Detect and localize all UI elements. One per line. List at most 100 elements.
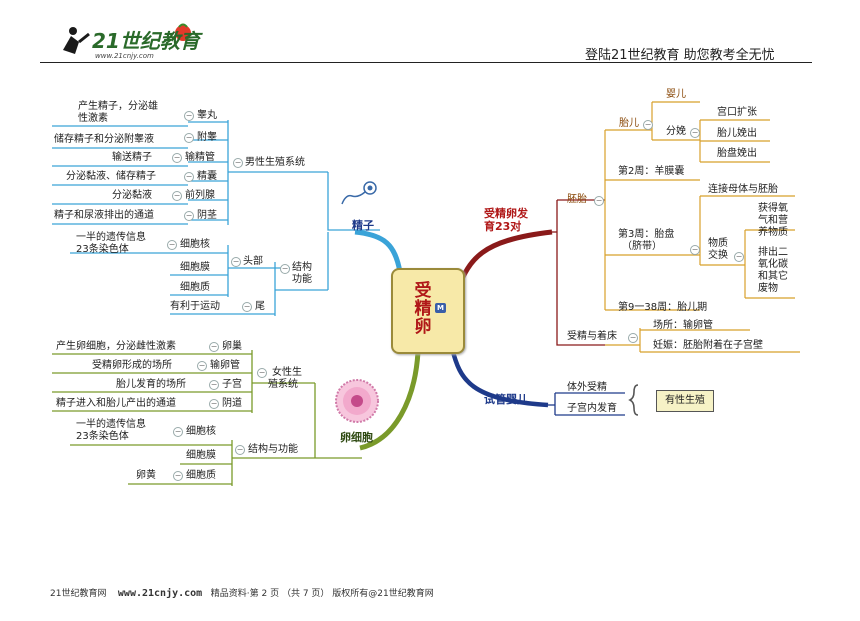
week9-node[interactable]: 第9一38周：胎儿期 [618,302,708,313]
development-title[interactable]: 受精卵发 [484,207,528,220]
site-logo [63,23,191,54]
waste-text: 废物 [758,283,778,294]
collapse-icon[interactable]: − [173,427,183,437]
egg-cell-illustration [335,379,379,423]
ovary-function: 产生卵细胞，分泌雌性激素 [56,341,176,352]
delivery-node[interactable]: 分娩 [666,126,686,137]
connect-node: 连接母体与胚胎 [708,184,778,195]
prostate-function: 分泌黏液 [112,190,152,201]
sperm-membrane[interactable]: 细胞膜 [180,262,210,273]
egg-structure-node[interactable]: 结构与功能 [248,444,298,455]
female-system-node-2: 殖系统 [268,379,298,390]
collapse-icon[interactable]: − [184,133,194,143]
egg-cytoplasm[interactable]: 细胞质 [186,470,216,481]
page-footer: 21世纪教育网 www.21cnjy.com 精品资料·第 2 页 （共 7 页… [50,586,434,599]
collapse-icon[interactable]: − [233,158,243,168]
sperm-title[interactable]: 精子 [352,219,374,232]
sperm-tail[interactable]: 尾 [255,301,265,312]
week2-node[interactable]: 第2周：羊膜囊 [618,166,685,177]
exchange-node-2: 交换 [708,250,728,261]
central-topic-label: 受精卵 [414,281,432,337]
sperm-nucleus-desc: 一半的遗传信息 [76,232,146,243]
sperm-cytoplasm[interactable]: 细胞质 [180,282,210,293]
organ-penis[interactable]: 阴茎 [197,210,217,221]
week3-node[interactable]: 第3周：胎盘 [618,229,675,240]
nutrients-text: 气和营 [758,215,788,226]
collapse-icon[interactable]: − [690,128,700,138]
embryo-node[interactable]: 胚胎 [567,194,587,205]
fertilization-node[interactable]: 受精与着床 [567,331,617,342]
egg-nucleus-desc: 一半的遗传信息 [76,419,146,430]
development-title-2: 育23对 [484,220,522,233]
collapse-icon[interactable]: − [184,172,194,182]
sexual-reproduction-box[interactable]: 有性生殖 [656,390,714,412]
male-system-node[interactable]: 男性生殖系统 [245,157,305,168]
collapse-icon[interactable]: − [628,333,638,343]
collapse-icon[interactable]: − [257,368,267,378]
epididymis-function: 储存精子和分泌附睾液 [54,134,154,145]
header-divider [40,62,812,63]
egg-nucleus-desc-2: 23条染色体 [76,431,129,442]
week3-node-2: （脐带） [622,241,662,252]
organ-epididymis[interactable]: 附睾 [197,132,217,143]
footer-site: 21世纪教育网 [50,589,107,599]
organ-seminal-vesicle[interactable]: 精囊 [197,171,217,182]
collapse-icon[interactable]: − [167,240,177,250]
delivery-step: 胎儿娩出 [717,128,757,139]
delivery-step: 宫口扩张 [717,107,757,118]
vas-deferens-function: 输送精子 [112,152,152,163]
collapse-icon[interactable]: − [184,211,194,221]
collapse-icon[interactable]: − [690,245,700,255]
exchange-node[interactable]: 物质 [708,238,728,249]
seminal-vesicle-function: 分泌黏液、储存精子 [66,171,156,182]
organ-oviduct[interactable]: 输卵管 [210,360,240,371]
egg-title[interactable]: 卵细胞 [340,431,373,444]
egg-membrane[interactable]: 细胞膜 [186,450,216,461]
collapse-icon[interactable]: − [197,361,207,371]
central-topic[interactable] [391,268,465,354]
organ-prostate[interactable]: 前列腺 [185,190,215,201]
collapse-icon[interactable]: − [209,342,219,352]
collapse-icon[interactable]: − [734,252,744,262]
organ-vas-deferens[interactable]: 输精管 [185,152,215,163]
footer-url[interactable]: www.21cnjy.com [117,588,203,599]
collapse-icon[interactable]: − [643,120,653,130]
collapse-icon[interactable]: − [184,111,194,121]
sperm-nucleus[interactable]: 细胞核 [180,239,210,250]
collapse-icon[interactable]: − [209,399,219,409]
fetus-node[interactable]: 胎儿 [619,118,639,129]
map-badge-icon: M [435,303,446,313]
collapse-icon[interactable]: − [231,257,241,267]
ivf-step-uterus[interactable]: 子宫内发育 [567,403,617,414]
sperm-structure-node[interactable]: 结构 [292,262,312,273]
sperm-head-node[interactable]: 头部 [243,256,263,267]
egg-yolk: 卵黄 [136,470,156,481]
organ-vagina[interactable]: 阴道 [222,398,242,409]
female-system-node[interactable]: 女性生 [272,367,302,378]
ivf-step-in-vitro[interactable]: 体外受精 [567,382,607,393]
collapse-icon[interactable]: − [172,191,182,201]
egg-nucleus[interactable]: 细胞核 [186,426,216,437]
organ-testis[interactable]: 睾丸 [197,110,217,121]
vagina-function: 精子进入和胎儿产出的通道 [56,398,176,409]
collapse-icon[interactable]: − [242,302,252,312]
header-slogan: 登陆21世纪教育 助您教考全无忧 [585,48,775,63]
collapse-icon[interactable]: − [280,264,290,274]
waste-text: 氧化碳 [758,259,788,270]
sperm-illustration [341,181,377,205]
organ-uterus[interactable]: 子宫 [222,379,242,390]
fertilization-place: 场所：输卵管 [653,320,713,331]
collapse-icon[interactable]: − [173,471,183,481]
logo-url: www.21cnjy.com [95,52,154,60]
collapse-icon[interactable]: − [235,445,245,455]
collapse-icon[interactable]: − [594,196,604,206]
waste-text: 排出二 [758,247,788,258]
collapse-icon[interactable]: − [172,153,182,163]
logo-text: 21世纪教育 [92,29,200,53]
ivf-title[interactable]: 试管婴儿 [484,393,528,406]
organ-ovary[interactable]: 卵巢 [222,341,242,352]
sperm-tail-desc: 有利于运动 [170,301,220,312]
collapse-icon[interactable]: − [209,380,219,390]
baby-node[interactable]: 婴儿 [666,89,686,100]
